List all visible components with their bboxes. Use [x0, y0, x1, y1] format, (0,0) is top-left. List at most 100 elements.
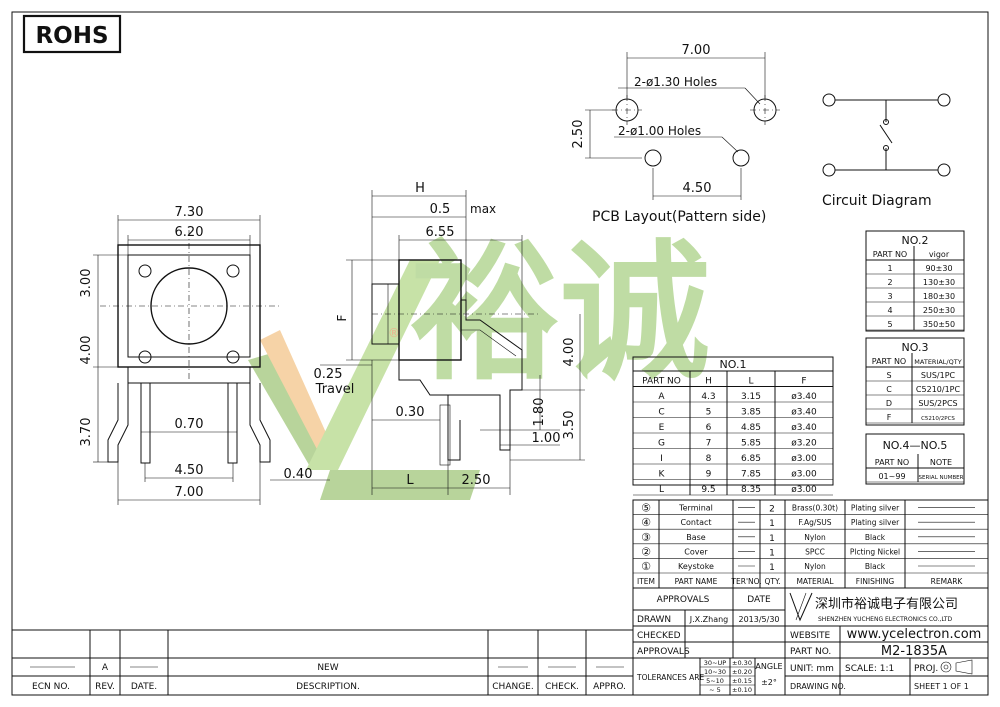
no1-cell: 3.15 — [741, 392, 761, 402]
no2-cell: 3 — [887, 292, 892, 301]
no1-cell: ø3.20 — [791, 439, 817, 449]
pcb-dim-2-50: 2.50 — [571, 120, 586, 149]
pcb-caption: PCB Layout(Pattern side) — [592, 209, 766, 225]
bom-part-name: Cover — [684, 547, 708, 556]
no1-cell: 3.85 — [741, 408, 761, 418]
revision-header: DESCRIPTION. — [296, 682, 360, 692]
website-label: WEBSITE — [790, 631, 830, 641]
no2-cell: 180±30 — [923, 292, 955, 301]
no1-cell: A — [658, 392, 665, 402]
revision-header: REV. — [95, 682, 115, 692]
no1-header: PART NO — [642, 377, 681, 387]
no2-title: NO.2 — [902, 234, 929, 247]
no1-header: H — [705, 377, 712, 387]
no1-cell: 6.85 — [741, 454, 761, 464]
dim-0-30: 0.30 — [396, 405, 425, 420]
company-logo — [789, 592, 813, 622]
bom-finishing: Plating silver — [851, 518, 900, 527]
dim-0-40: 0.40 — [284, 467, 313, 482]
projection-symbol-icon — [940, 659, 973, 675]
no2-cell: 130±30 — [923, 278, 955, 287]
no1-cell: ø3.40 — [791, 392, 817, 402]
no3-cell: D — [886, 399, 892, 408]
no1-cell: 9 — [706, 470, 712, 480]
no2-cell: 5 — [887, 320, 892, 329]
no2-cell: 1 — [887, 264, 892, 273]
approvals-header: APPROVALS — [657, 595, 710, 605]
pcb-dim-7-00: 7.00 — [682, 43, 711, 58]
dim-max: max — [470, 202, 496, 216]
no1-cell: E — [659, 423, 665, 433]
pcb-dim-4-50: 4.50 — [683, 181, 712, 196]
no3-header: PART NO — [872, 357, 906, 366]
bom-header: MATERIAL — [796, 577, 834, 586]
revision-block: A NEW ECN NO.REV.DATE.DESCRIPTION.CHANGE… — [11, 629, 634, 696]
bom-item-no: ① — [641, 560, 651, 573]
bom-header: FINISHING — [856, 577, 895, 586]
dim-1-00: 1.00 — [532, 431, 561, 446]
bom-header: REMARK — [931, 577, 964, 586]
revision-header: ECN NO. — [32, 682, 70, 692]
no1-cell: 4.3 — [701, 392, 715, 402]
no2-cell: 2 — [887, 278, 892, 287]
bom-finishing: Plating silver — [851, 504, 900, 513]
rohs-badge: ROHS — [22, 14, 122, 54]
dim-7-30: 7.30 — [175, 205, 204, 220]
no1-cell: ø3.00 — [791, 454, 817, 464]
bom-item-no: ② — [641, 545, 651, 558]
no2-cell: 4 — [887, 306, 892, 315]
no2-cell: 350±50 — [923, 320, 955, 329]
no2-cell: 250±30 — [923, 306, 955, 315]
travel-label: Travel — [315, 382, 355, 397]
pcb-holes-small: 2-ø1.00 Holes — [618, 124, 701, 138]
tolerance-value: ±0.15 — [732, 677, 752, 685]
no3-header: MATERIAL/QTY — [914, 358, 961, 366]
no1-cell: 7.85 — [741, 470, 761, 480]
scale-label: SCALE: 1:1 — [845, 664, 894, 674]
no45-cell: SERIAL NUMBER — [919, 475, 964, 481]
bom-finishing: Black — [865, 533, 886, 542]
no1-cell: 5.85 — [741, 439, 761, 449]
bom-header: QTY. — [765, 577, 781, 586]
no3-cell: S — [886, 371, 891, 380]
sheet-label: SHEET 1 OF 1 — [914, 682, 969, 691]
bom-qty: 1 — [769, 519, 775, 529]
no3-cell: C — [886, 385, 892, 394]
no1-cell: 5 — [706, 408, 712, 418]
bom-part-name: Keystoke — [678, 562, 714, 571]
dim-h: H — [415, 181, 425, 196]
no1-cell: ø3.40 — [791, 423, 817, 433]
drawing-no-label: DRAWING NO. — [790, 682, 846, 691]
bom-qty: 1 — [769, 563, 775, 573]
bom-item-no: ⑤ — [641, 502, 651, 515]
bom-item-no: ③ — [641, 531, 651, 544]
no45-header: NOTE — [930, 458, 952, 467]
bom-part-name: Base — [686, 533, 706, 542]
no2-header: vigor — [929, 250, 950, 259]
dim-0-70: 0.70 — [175, 417, 204, 432]
no1-cell: G — [658, 439, 665, 449]
no1-header: L — [748, 377, 753, 387]
no1-cell: ø3.00 — [791, 485, 817, 495]
dim-3-00: 3.00 — [79, 269, 94, 298]
checked-label: CHECKED — [637, 631, 681, 641]
no1-cell: ø3.00 — [791, 470, 817, 480]
revision-description: NEW — [317, 663, 338, 673]
bom-part-name: Terminal — [678, 504, 713, 513]
tolerance-range: ~ 5 — [709, 686, 721, 694]
no1-cell: L — [659, 485, 664, 495]
watermark-brand-chars: 裕诚 — [410, 227, 710, 401]
pcb-holes-large: 2-ø1.30 Holes — [634, 75, 717, 89]
dim-l: L — [406, 473, 414, 488]
no45-cell: 01~99 — [878, 472, 905, 481]
dim-3-70: 3.70 — [79, 418, 94, 447]
revision-value: A — [102, 663, 109, 673]
unit-label: UNIT: mm — [790, 664, 834, 674]
no3-title: NO.3 — [902, 341, 929, 354]
bom-header: ITEM — [637, 577, 655, 586]
bom-material: Nylon — [804, 562, 826, 571]
company-name-en: SHENZHEN YUCHENG ELECTRONICS CO.,LTD — [818, 616, 953, 623]
no45-title: NO.4—NO.5 — [883, 439, 948, 452]
